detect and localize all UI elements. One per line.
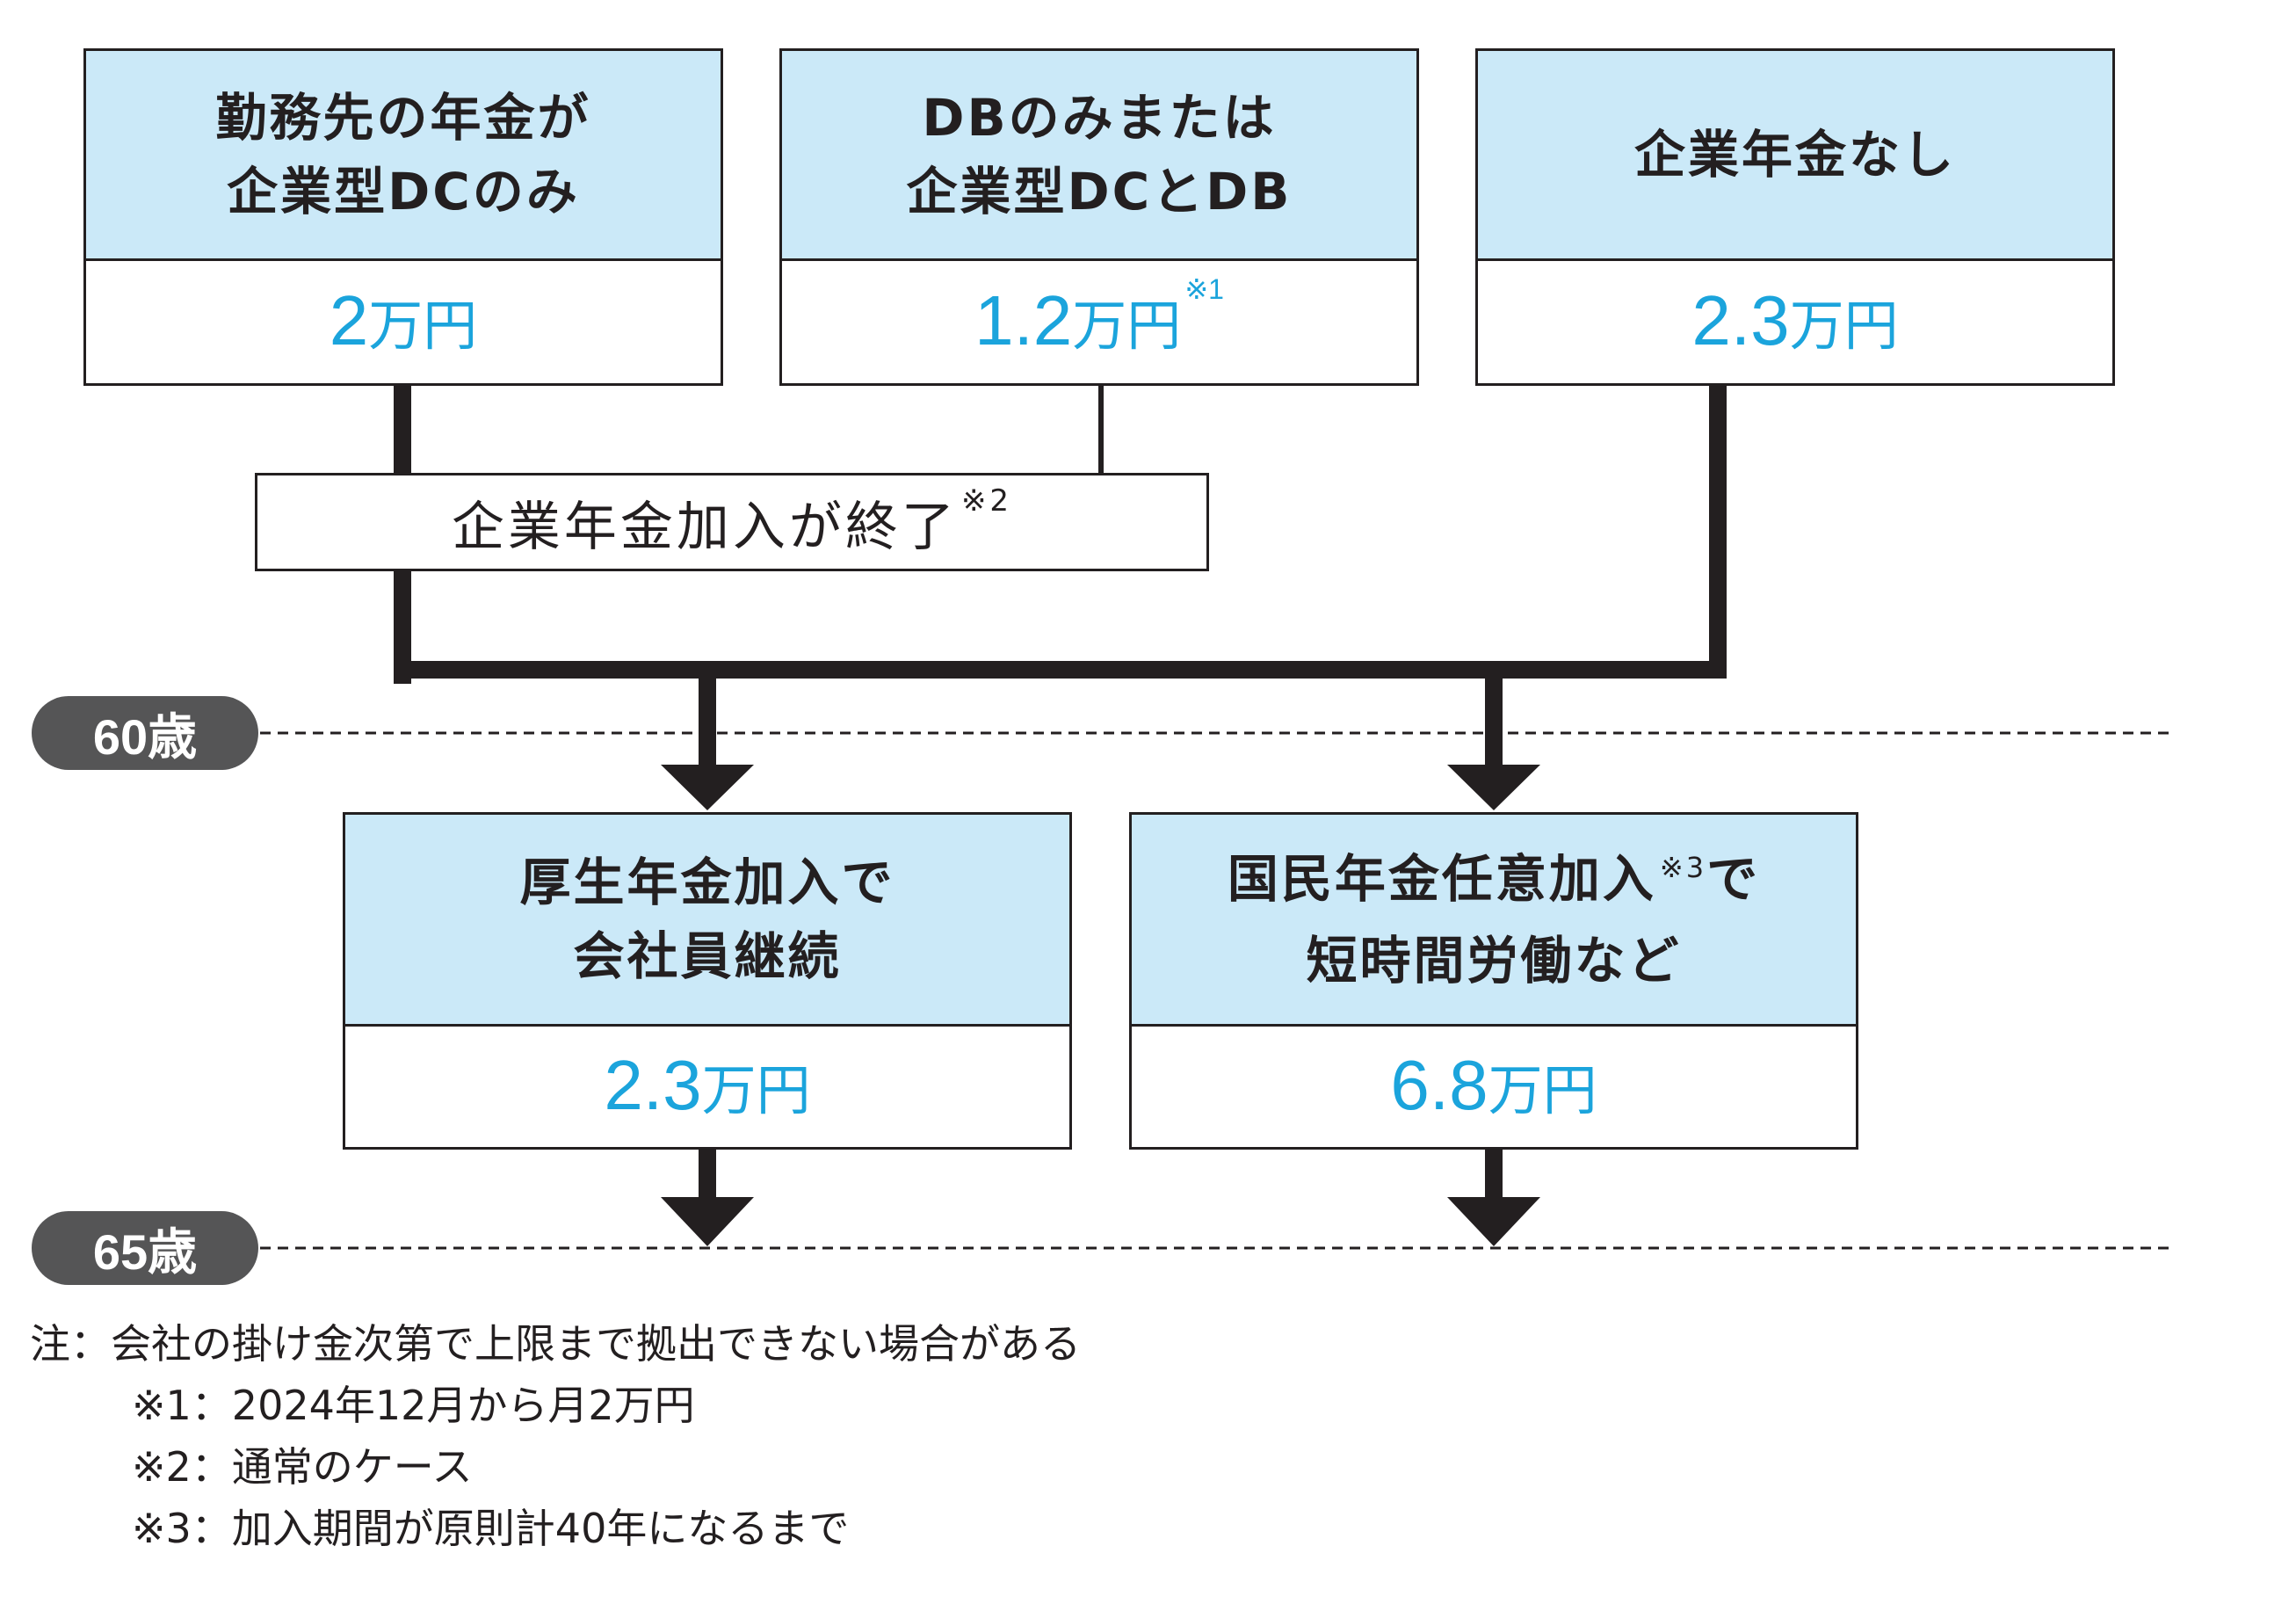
value-unit: 万円 — [1488, 1058, 1597, 1122]
kokumin-title-main: 国民年金任意加入 — [1227, 848, 1656, 909]
arrow-to-kosei — [661, 765, 754, 810]
value-unit: 万円 — [701, 1058, 811, 1122]
kokumin-title-suffix: で — [1706, 848, 1761, 909]
footnotes: 注：会社の掛け金次第で上限まで拠出できない場合がある ※1：2024年12月から… — [30, 1313, 1081, 1559]
box-kokumin-title: 国民年金任意加入※3で 短時間労働など — [1132, 815, 1856, 1027]
connector-merge — [402, 383, 1727, 679]
value-number: 2 — [329, 281, 369, 359]
arrow-kokumin-65 — [1447, 1197, 1540, 1246]
box-dc-only-title: 勤務先の年金が 企業型DCのみ — [86, 51, 721, 261]
box-db-title-line1: DBのみまたは — [922, 88, 1277, 148]
value-footnote-mark: ※1 — [1184, 273, 1224, 305]
box-db-title-line2: 企業型DCとDB — [906, 162, 1293, 221]
footnote-1: ※1：2024年12月から月2万円 — [132, 1382, 695, 1429]
value-number: 6.8 — [1390, 1046, 1488, 1124]
box-dc-only-title-line1: 勤務先の年金が — [215, 88, 591, 148]
kokumin-footnote-mark: ※3 — [1659, 850, 1707, 884]
value-number: 2.3 — [604, 1046, 702, 1124]
age-65-badge: 65歳 — [32, 1211, 258, 1285]
pension-end-footnote-mark: ※2 — [960, 483, 1013, 519]
box-kosei-title-line2: 会社員継続 — [573, 926, 842, 986]
box-kosei-title: 厚生年金加入で 会社員継続 — [345, 815, 1069, 1027]
footnote-3: ※3：加入期間が原則計40年になるまで — [132, 1505, 850, 1552]
arrow-kosei-65 — [661, 1197, 754, 1246]
pension-end-label: 企業年金加入が終了※2 — [255, 473, 1209, 571]
value-number: 2.3 — [1691, 281, 1790, 359]
footnote-main: 注：会社の掛け金次第で上限まで拠出できない場合がある — [30, 1320, 1081, 1368]
pension-end-text: 企業年金加入が終了 — [451, 496, 958, 558]
box-dc-only-title-line2: 企業型DCのみ — [227, 162, 580, 221]
value-unit: 万円 — [1789, 294, 1899, 358]
box-kosei-title-line1: 厚生年金加入で — [519, 853, 895, 912]
box-kokumin-title-line1: 国民年金任意加入※3で — [1228, 842, 1760, 924]
footnote-2: ※2：通常のケース — [132, 1443, 473, 1491]
value-number: 1.2 — [974, 281, 1073, 359]
value-unit: 万円 — [1072, 294, 1182, 358]
value-unit: 万円 — [368, 294, 478, 358]
box-none-title: 企業年金なし — [1478, 51, 2112, 261]
age-60-badge: 60歳 — [32, 696, 258, 770]
box-db-title: DBのみまたは 企業型DCとDB — [782, 51, 1416, 261]
box-kokumin-title-line2: 短時間労働など — [1306, 930, 1682, 991]
arrow-to-kokumin — [1447, 765, 1540, 810]
box-none-title-line1: 企業年金なし — [1633, 125, 1956, 185]
